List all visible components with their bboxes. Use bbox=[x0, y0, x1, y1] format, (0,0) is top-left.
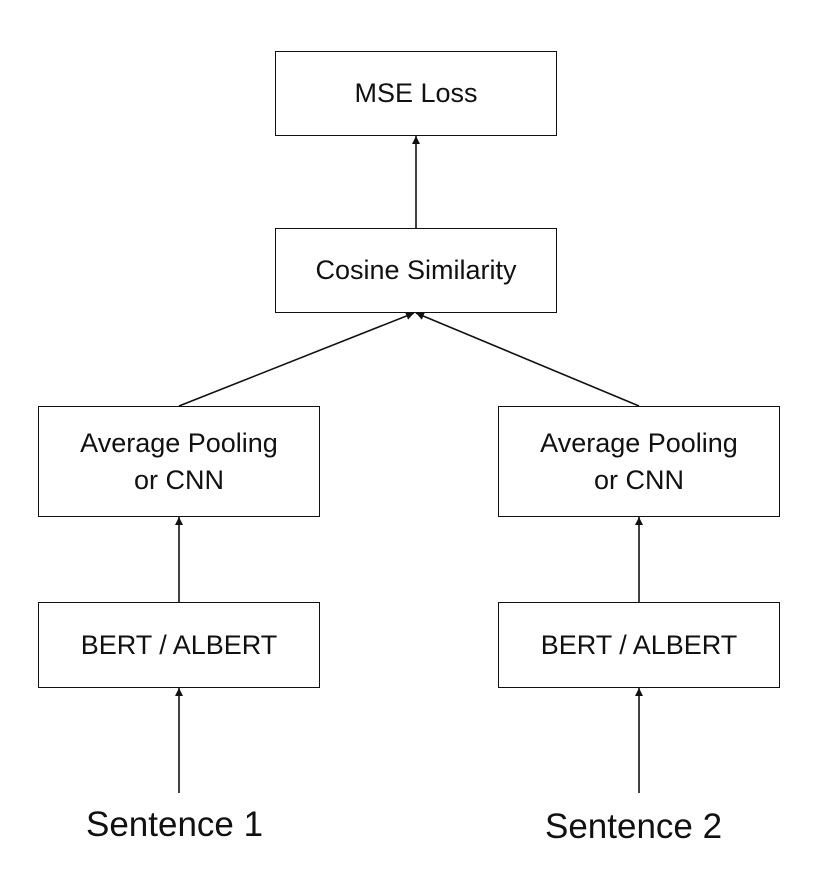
cosine-similarity-box: Cosine Similarity bbox=[275, 228, 557, 313]
sentence-2-label: Sentence 2 bbox=[545, 807, 723, 846]
left-encoder-box: BERT / ALBERT bbox=[38, 602, 320, 688]
arrow-pooling2-to-cosine bbox=[415, 312, 640, 407]
right-pooling-box: Average Pooling or CNN bbox=[498, 406, 780, 517]
right-pooling-line2: or CNN bbox=[593, 464, 684, 495]
right-encoder-box: BERT / ALBERT bbox=[498, 602, 780, 688]
left-pooling-line1: Average Pooling bbox=[80, 427, 278, 458]
cosine-similarity-label: Cosine Similarity bbox=[315, 255, 517, 285]
mse-loss-box: MSE Loss bbox=[275, 51, 557, 136]
mse-loss-label: MSE Loss bbox=[354, 78, 478, 108]
sentence-1-label: Sentence 1 bbox=[86, 805, 264, 844]
right-encoder-label: BERT / ALBERT bbox=[540, 629, 738, 660]
left-pooling-line2: or CNN bbox=[133, 464, 224, 495]
right-pooling-line1: Average Pooling bbox=[540, 427, 738, 458]
left-pooling-box: Average Pooling or CNN bbox=[38, 406, 320, 517]
left-encoder-label: BERT / ALBERT bbox=[80, 629, 278, 660]
arrow-pooling1-to-cosine bbox=[178, 312, 415, 407]
